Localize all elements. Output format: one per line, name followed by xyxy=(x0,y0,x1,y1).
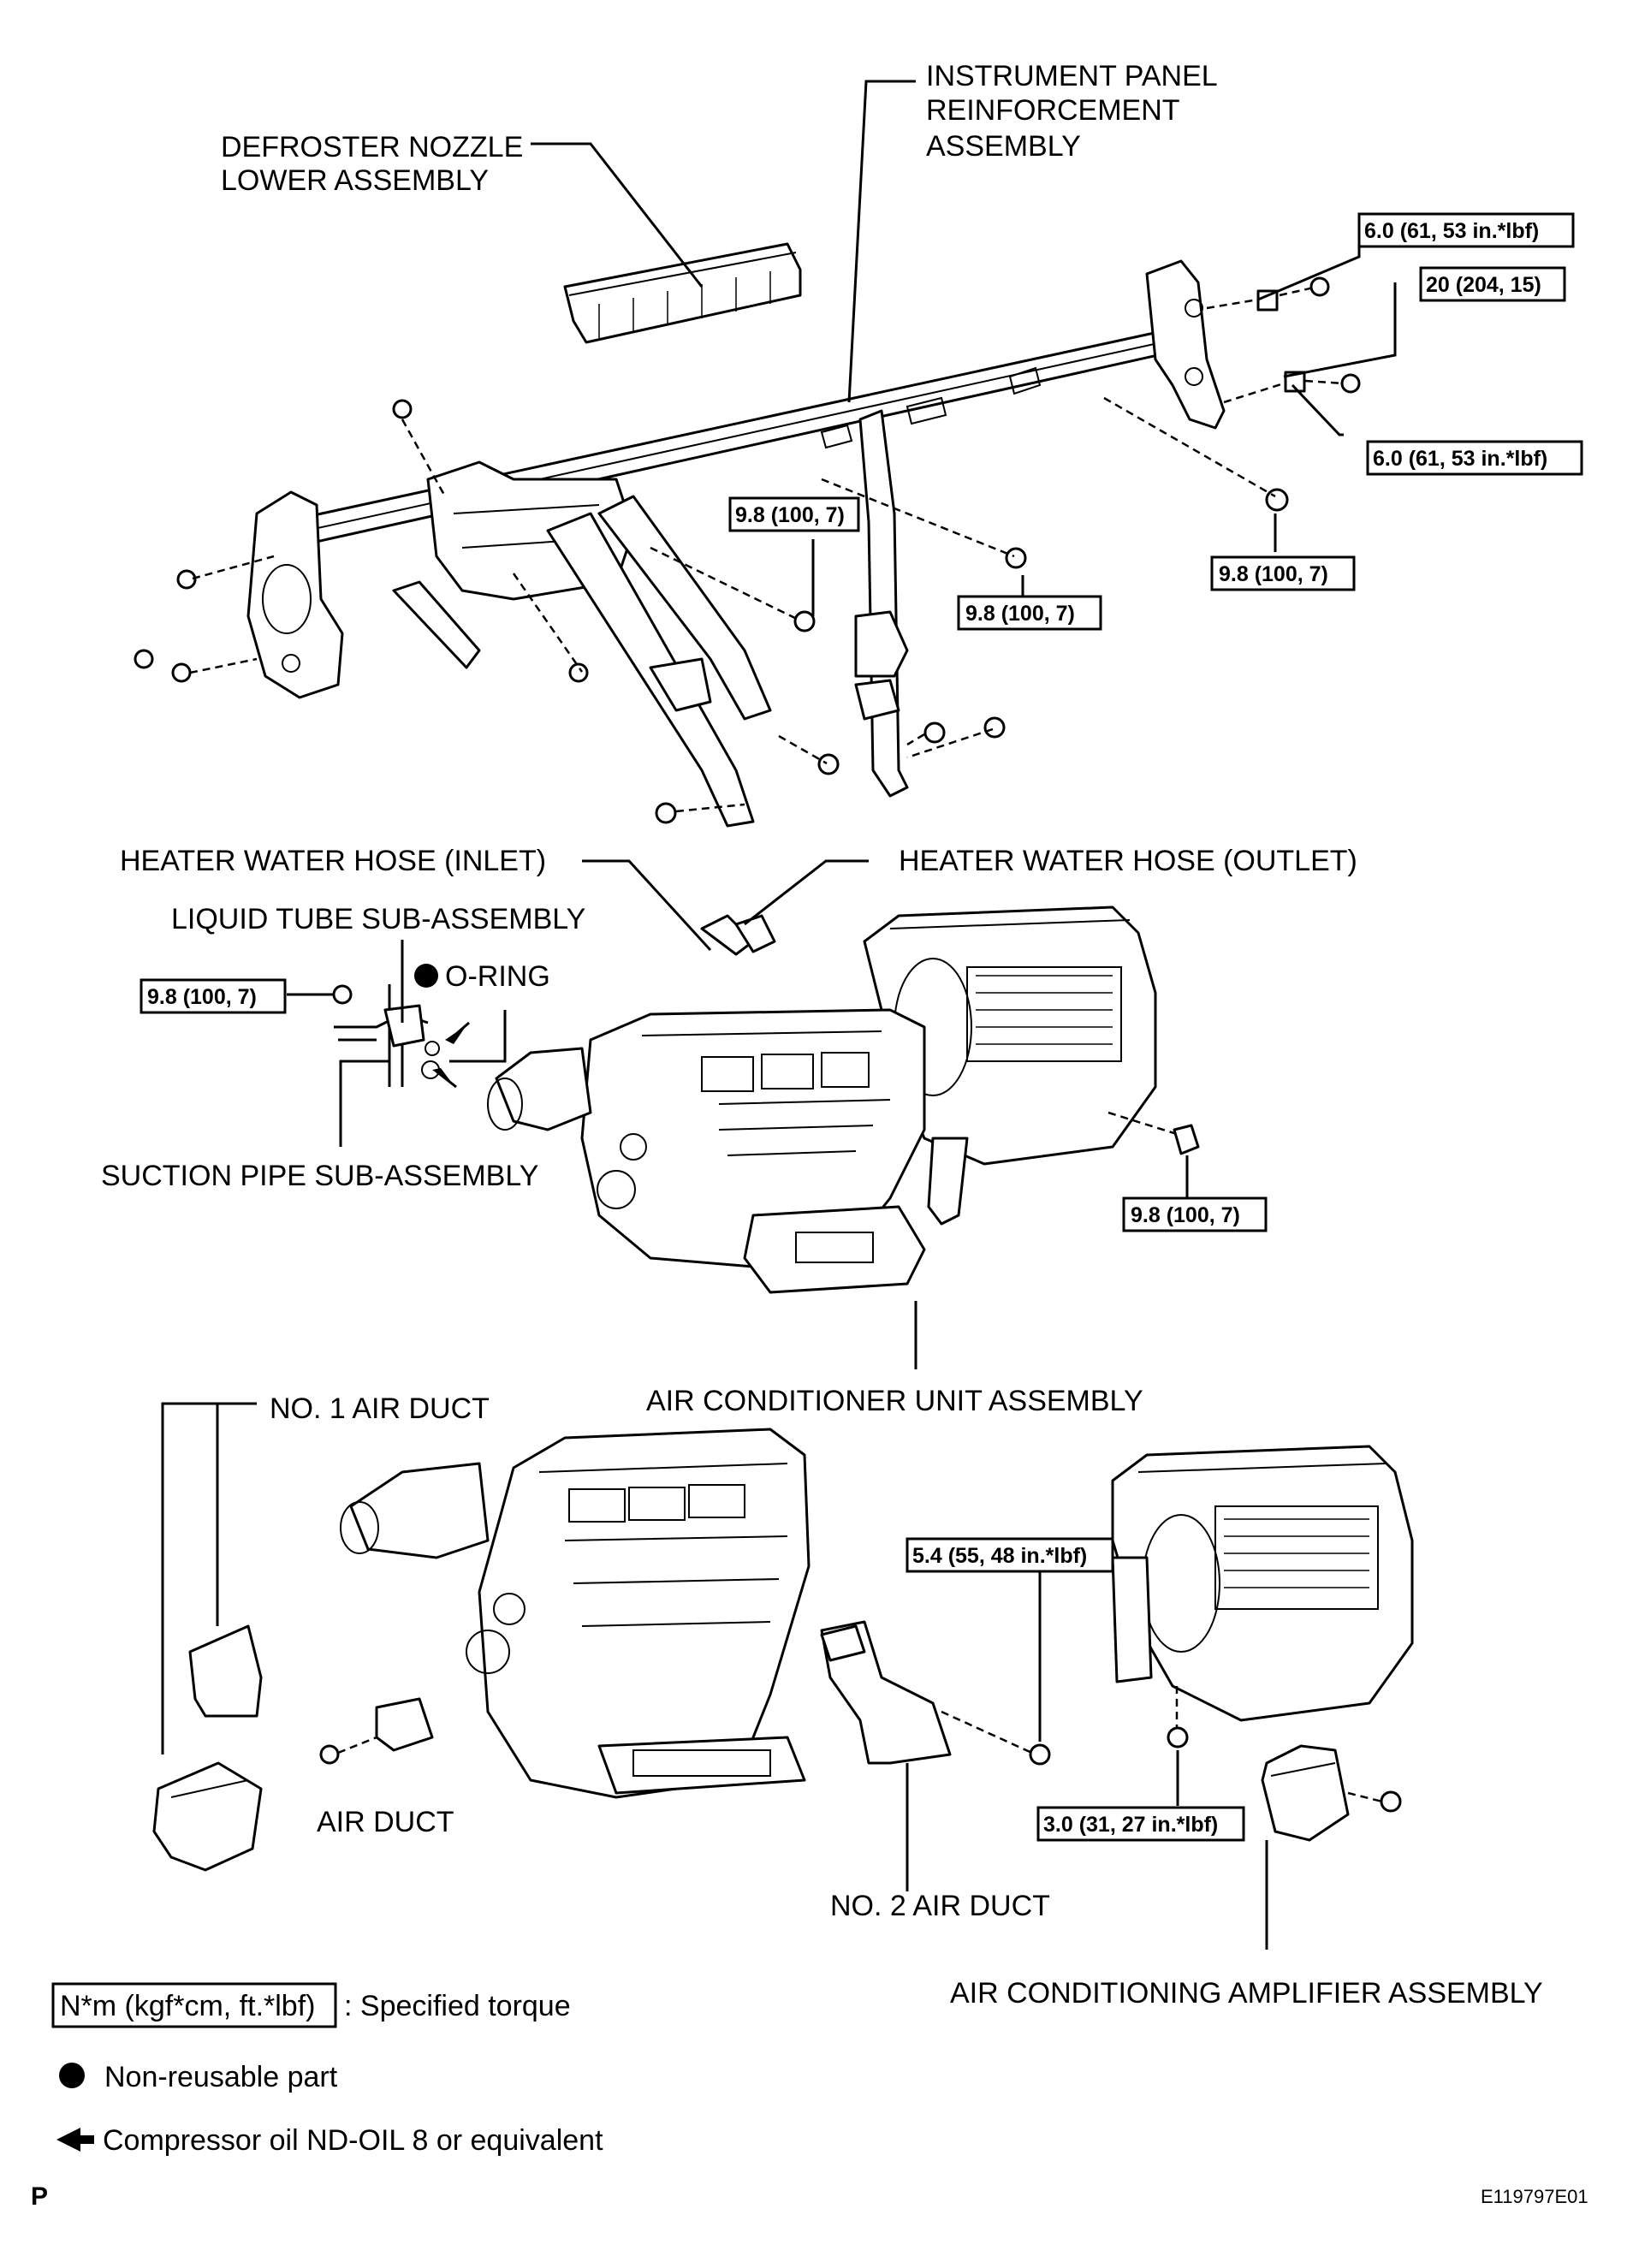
svg-text:6.0 (61, 53 in.*lbf): 6.0 (61, 53 in.*lbf) xyxy=(1364,219,1539,243)
legend-torque-unit: N*m (kgf*cm, ft.*lbf) xyxy=(60,1990,315,2022)
torque-9-8-e: 9.8 (100, 7) xyxy=(1122,1196,1268,1232)
heater-hose-outlet-label: HEATER WATER HOSE (OUTLET) xyxy=(899,845,1357,877)
svg-text:9.8 (100, 7): 9.8 (100, 7) xyxy=(1219,562,1328,586)
air-duct-small-drawing xyxy=(319,1697,434,1765)
legend-torque-desc: : Specified torque xyxy=(344,1990,571,2022)
torque-9-8-d: 9.8 (100, 7) xyxy=(140,978,287,1014)
svg-text:9.8 (100, 7): 9.8 (100, 7) xyxy=(965,602,1075,626)
ip-reinforcement-label-line1: INSTRUMENT PANEL xyxy=(926,60,1218,92)
ac-amplifier-drawing xyxy=(1261,1744,1402,1842)
no2-air-duct-label: NO. 2 AIR DUCT xyxy=(830,1890,1050,1922)
ip-reinforcement-label-line2: REINFORCEMENT xyxy=(926,94,1180,127)
blower-case-bottom-drawing xyxy=(1111,1445,1414,1722)
svg-text:9.8 (100, 7): 9.8 (100, 7) xyxy=(1131,1203,1240,1227)
heater-hose-inlet-label: HEATER WATER HOSE (INLET) xyxy=(120,845,546,877)
svg-text:9.8 (100, 7): 9.8 (100, 7) xyxy=(735,503,845,527)
liquid-tube-label: LIQUID TUBE SUB-ASSEMBLY xyxy=(171,903,585,935)
svg-text:20 (204, 15): 20 (204, 15) xyxy=(1426,273,1541,297)
ac-unit-assembly-drawing xyxy=(487,905,1157,1294)
legend-nonreusable: Non-reusable part xyxy=(59,2061,338,2093)
legend-oil: Compressor oil ND-OIL 8 or equivalent xyxy=(56,2124,603,2157)
torque-6-0-a: 6.0 (61, 53 in.*lbf) xyxy=(1357,212,1575,248)
no2-air-duct-drawing xyxy=(820,1620,952,1765)
instrument-panel-reinforcement-drawing xyxy=(246,259,1226,828)
suction-pipe-label: SUCTION PIPE SUB-ASSEMBLY xyxy=(101,1160,538,1192)
legend-oil-text: Compressor oil ND-OIL 8 or equivalent xyxy=(103,2124,603,2157)
svg-text:5.4 (55, 48 in.*lbf): 5.4 (55, 48 in.*lbf) xyxy=(912,1544,1087,1568)
figure-id: E119797E01 xyxy=(1481,2186,1588,2207)
svg-text:6.0 (61, 53 in.*lbf): 6.0 (61, 53 in.*lbf) xyxy=(1373,447,1547,471)
torque-9-8-c: 9.8 (100, 7) xyxy=(1210,555,1356,591)
footer-left-code: P xyxy=(31,2182,48,2211)
ac-unit-bottom-drawing xyxy=(340,1428,811,1799)
legend-torque: N*m (kgf*cm, ft.*lbf) : Specified torque xyxy=(51,1982,571,2028)
svg-text:3.0 (31, 27 in.*lbf): 3.0 (31, 27 in.*lbf) xyxy=(1043,1813,1218,1837)
torque-6-0-b: 6.0 (61, 53 in.*lbf) xyxy=(1366,440,1583,476)
ac-unit-label: AIR CONDITIONER UNIT ASSEMBLY xyxy=(646,1385,1143,1417)
o-ring-label: O-RING xyxy=(445,960,550,993)
top-bolts xyxy=(134,276,1361,824)
no1-air-duct-label: NO. 1 AIR DUCT xyxy=(270,1392,490,1425)
amplifier-label: AIR CONDITIONING AMPLIFIER ASSEMBLY xyxy=(950,1977,1543,2010)
torque-5-4: 5.4 (55, 48 in.*lbf) xyxy=(906,1537,1114,1573)
defroster-label-line1: DEFROSTER NOZZLE xyxy=(221,131,523,163)
defroster-nozzle-drawing xyxy=(563,242,802,344)
torque-3-0: 3.0 (31, 27 in.*lbf) xyxy=(1036,1806,1245,1842)
legend-nonreusable-text: Non-reusable part xyxy=(104,2061,338,2093)
torque-9-8-a: 9.8 (100, 7) xyxy=(728,496,860,532)
defroster-label-line2: LOWER ASSEMBLY xyxy=(221,164,489,197)
air-duct-label: AIR DUCT xyxy=(317,1806,454,1838)
torque-9-8-b: 9.8 (100, 7) xyxy=(957,595,1102,631)
no1-air-duct-drawing xyxy=(152,1624,263,1872)
svg-text:9.8 (100, 7): 9.8 (100, 7) xyxy=(147,985,257,1009)
ip-reinforcement-label-line3: ASSEMBLY xyxy=(926,130,1081,163)
torque-20: 20 (204, 15) xyxy=(1419,266,1566,302)
